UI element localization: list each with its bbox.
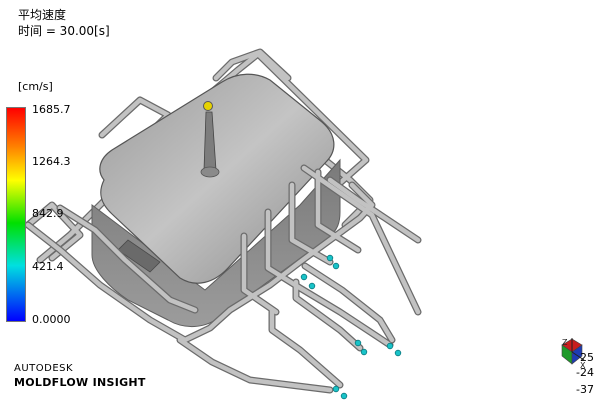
time-label: 时间 = 30.00[s] bbox=[18, 24, 110, 38]
autodesk-logo: AUTODESK bbox=[14, 363, 74, 374]
triad-axis-x: X bbox=[580, 361, 586, 370]
triad-value-1: 25 bbox=[580, 351, 594, 364]
sprue bbox=[200, 111, 220, 178]
triad-value-2: -24 bbox=[576, 366, 594, 379]
legend-unit: [cm/s] bbox=[18, 80, 53, 93]
legend-label-2: 1264.3 bbox=[32, 155, 71, 168]
cooling-channels-front bbox=[24, 164, 422, 394]
result-title: 平均速度 bbox=[18, 8, 67, 22]
product-name: MOLDFLOW INSIGHT bbox=[14, 376, 146, 389]
legend-label-4: 421.4 bbox=[32, 260, 64, 273]
triad-axis-z: Z bbox=[562, 338, 568, 347]
injection-point-icon[interactable] bbox=[203, 101, 213, 111]
coolant-inlet-arrows bbox=[300, 254, 402, 400]
orientation-triad[interactable]: Z X bbox=[561, 338, 586, 370]
legend-label-min: 0.0000 bbox=[32, 313, 71, 326]
legend-label-3: 842.9 bbox=[32, 207, 64, 220]
legend-label-max: 1685.7 bbox=[32, 103, 71, 116]
triad-value-3: -37 bbox=[576, 383, 594, 396]
color-legend-bar bbox=[6, 107, 26, 322]
